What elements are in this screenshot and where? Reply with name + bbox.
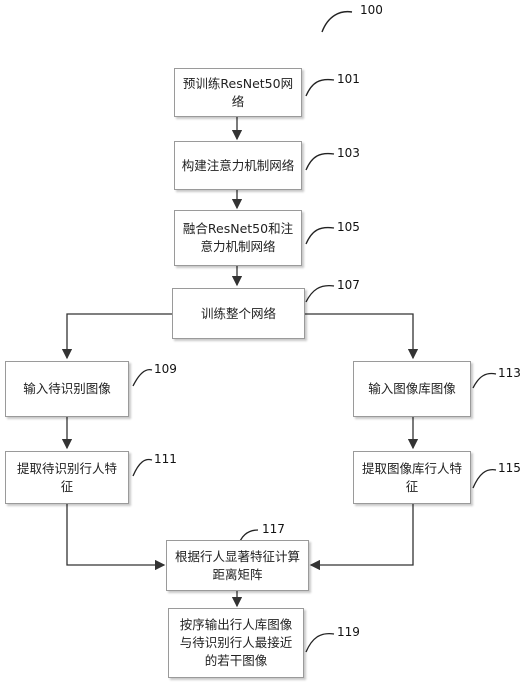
arrow-107-109 <box>61 313 172 360</box>
leader-103 <box>305 152 335 171</box>
node-output-ranked-images: 按序输出行人库图像与待识别行人最接近的若干图像 <box>168 608 304 678</box>
ref-117: 117 <box>262 522 285 536</box>
node-train-network: 训练整个网络 <box>172 288 305 339</box>
leader-109 <box>132 368 153 387</box>
arrow-111-117 <box>66 504 166 571</box>
node-extract-gallery-features: 提取图像库行人特征 <box>353 451 471 504</box>
ref-115: 115 <box>498 461 521 475</box>
leader-119 <box>305 632 335 653</box>
node-pretrain-resnet50: 预训练ResNet50网络 <box>174 68 302 117</box>
ref-101: 101 <box>337 72 360 86</box>
ref-107: 107 <box>337 278 360 292</box>
leader-111 <box>132 458 153 477</box>
arrow-115-117 <box>309 504 414 571</box>
node-distance-matrix: 根据行人显著特征计算距离矩阵 <box>166 540 309 591</box>
ref-103: 103 <box>337 146 360 160</box>
figure-ref-label: 100 <box>360 3 383 17</box>
arrow-107-113 <box>305 313 419 360</box>
node-extract-query-features: 提取待识别行人特征 <box>5 451 129 504</box>
leader-115 <box>472 468 497 489</box>
node-build-attention: 构建注意力机制网络 <box>174 141 302 190</box>
leader-113 <box>472 372 497 389</box>
leader-107 <box>305 284 335 303</box>
ref-109: 109 <box>154 362 177 376</box>
ref-119: 119 <box>337 625 360 639</box>
leader-105 <box>305 226 335 245</box>
leader-101 <box>305 78 335 97</box>
node-fuse-networks: 融合ResNet50和注意力机制网络 <box>174 210 302 266</box>
ref-105: 105 <box>337 220 360 234</box>
ref-111: 111 <box>154 452 177 466</box>
node-input-query-image: 输入待识别图像 <box>5 361 129 417</box>
figure-ref-curve <box>321 10 353 33</box>
node-input-gallery-image: 输入图像库图像 <box>353 361 471 417</box>
ref-113: 113 <box>498 366 521 380</box>
